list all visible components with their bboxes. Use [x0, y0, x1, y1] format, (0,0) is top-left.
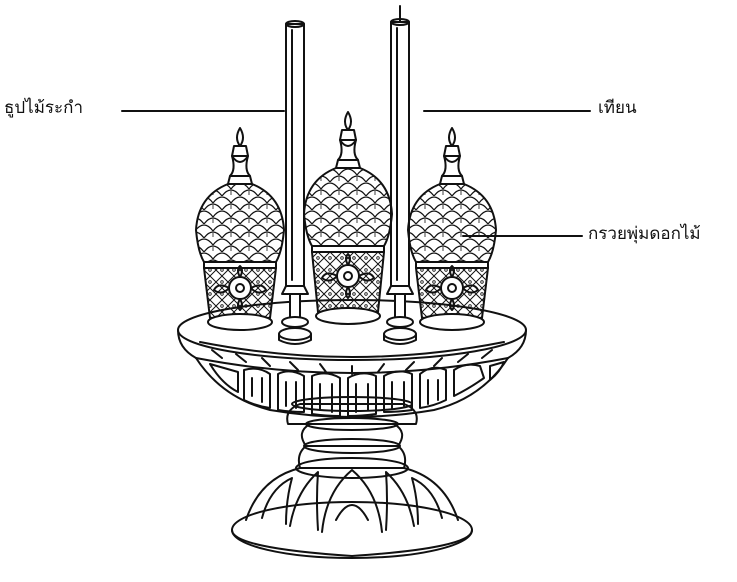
- pedestal-base: [232, 458, 472, 558]
- flower-cone-left: [196, 128, 284, 330]
- flower-cone-center: [304, 112, 392, 324]
- incense-stick-label: ธูปไม้ระกำ: [4, 94, 83, 121]
- incense-stick: [279, 21, 311, 344]
- candle: [384, 6, 416, 344]
- candle-label: เทียน: [598, 94, 637, 121]
- flower-cone-label: กรวยพุ่มดอกไม้: [588, 220, 701, 247]
- flower-cone-right: [408, 128, 496, 330]
